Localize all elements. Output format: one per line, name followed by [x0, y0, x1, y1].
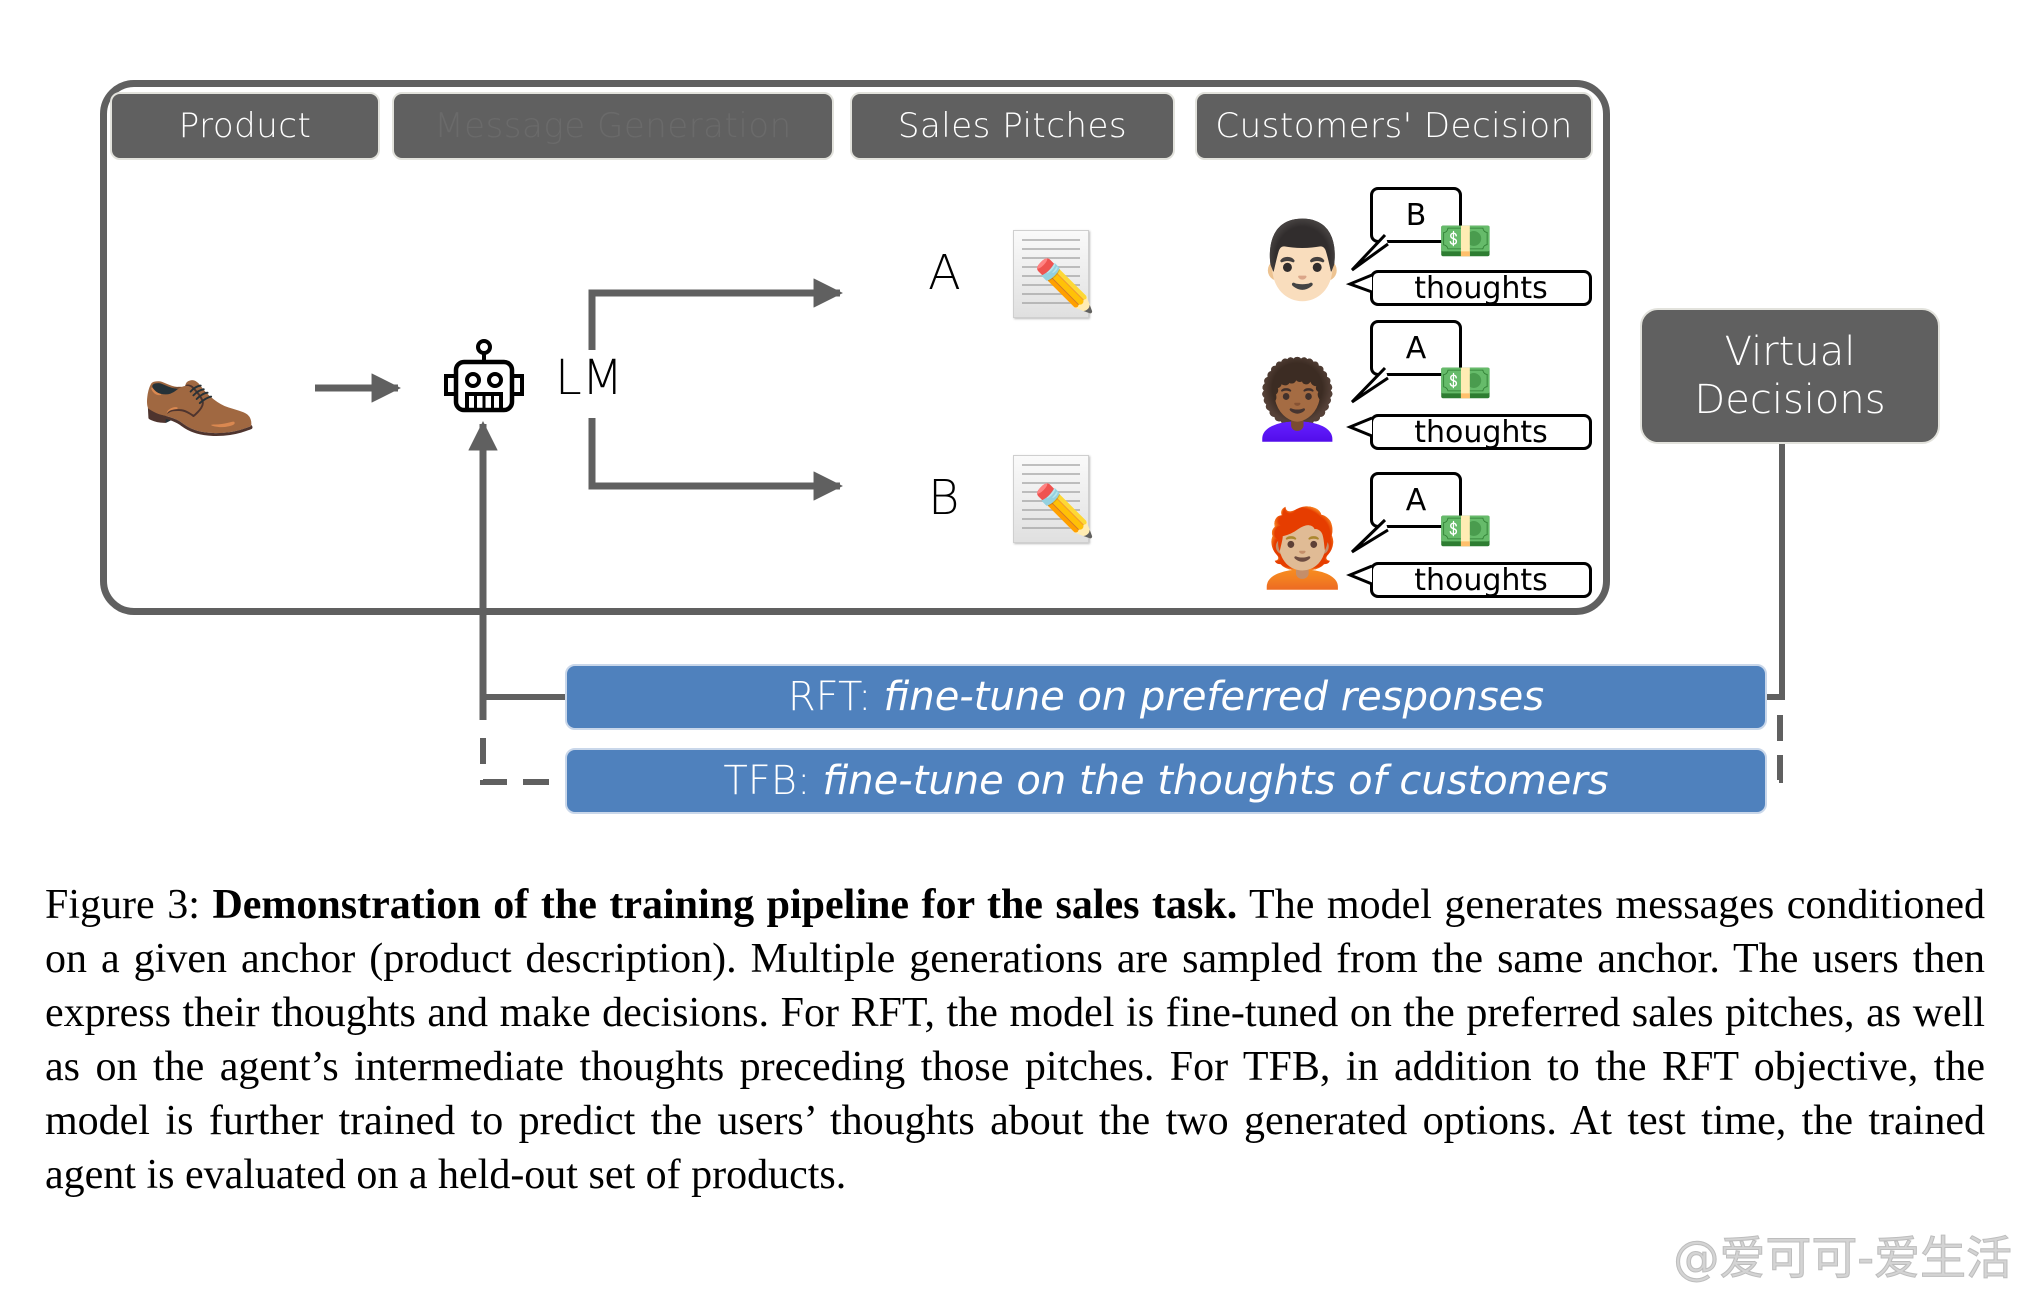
decision-bubble: A: [1370, 320, 1462, 376]
watermark: @爱可可-爱生活: [1673, 1231, 2013, 1286]
header-message-generation: Message Generation: [392, 92, 834, 160]
decision-choice: B: [1405, 197, 1427, 233]
model-to-pitch-a-arrow: [588, 278, 843, 350]
money-icon: 💵: [1438, 216, 1493, 267]
customer-avatar-redhead: 🧑🏼‍🦰: [1255, 503, 1350, 592]
decision-choice: A: [1405, 330, 1427, 366]
virtual-decisions-box: Virtual Decisions: [1640, 308, 1940, 444]
tfb-connector-left: [480, 738, 565, 785]
caption-body: The model generates messages conditioned…: [45, 882, 1986, 1198]
money-icon: 💵: [1438, 506, 1493, 557]
model-label: LM: [555, 350, 624, 406]
thoughts-label: thoughts: [1414, 562, 1548, 598]
pipeline-frame: [100, 80, 1610, 615]
virtual-decisions-line1: Virtual: [1724, 329, 1856, 375]
header-sales-pitches: Sales Pitches: [850, 92, 1175, 160]
document-pencil-icon: ✏️: [1013, 455, 1096, 543]
thoughts-bubble: thoughts: [1370, 270, 1592, 306]
robot-icon: [444, 339, 524, 413]
header-customers-decision: Customers' Decision: [1195, 92, 1593, 160]
thoughts-label: thoughts: [1414, 414, 1548, 450]
figure-caption: Figure 3: Demonstration of the training …: [45, 878, 1985, 1202]
thoughts-label: thoughts: [1414, 270, 1548, 306]
virtual-decisions-line2: Decisions: [1694, 377, 1886, 423]
rft-bar: RFT:fine-tune on preferred responses: [565, 664, 1767, 730]
vd-to-tfb-connector: [1770, 715, 1783, 783]
pitch-a-label: A: [928, 245, 961, 301]
speech-tails: [1345, 233, 1389, 586]
header-product: Product: [110, 92, 380, 160]
rft-prefix: RFT:: [787, 674, 872, 720]
customer-avatar-woman: 👩🏾‍🦱: [1250, 355, 1345, 444]
header-sales-pitches-label: Sales Pitches: [897, 106, 1128, 146]
header-product-label: Product: [178, 106, 312, 146]
customer-avatar-man: 👨🏻: [1255, 215, 1350, 304]
caption-label: Figure 3:: [45, 882, 200, 928]
decision-choice: A: [1405, 482, 1427, 518]
thoughts-bubble: thoughts: [1370, 414, 1592, 450]
tfb-bar: TFB:fine-tune on the thoughts of custome…: [565, 748, 1767, 814]
thoughts-bubble: thoughts: [1370, 562, 1592, 598]
model-to-pitch-b-arrow: [588, 418, 843, 501]
vd-to-rft-connector: [1767, 444, 1785, 700]
document-pencil-icon: ✏️: [1013, 230, 1096, 318]
pitch-b-label: B: [928, 470, 960, 526]
money-icon: 💵: [1438, 358, 1493, 409]
tfb-prefix: TFB:: [723, 758, 811, 804]
caption-title: Demonstration of the training pipeline f…: [212, 882, 1238, 928]
header-customers-decision-label: Customers' Decision: [1215, 106, 1573, 146]
rft-text: fine-tune on preferred responses: [883, 674, 1545, 720]
header-message-generation-label: Message Generation: [434, 106, 792, 146]
decision-bubble: B: [1370, 187, 1462, 243]
tfb-text: fine-tune on the thoughts of customers: [822, 758, 1609, 804]
decision-bubble: A: [1370, 472, 1462, 528]
shoe-icon: 👞: [140, 328, 260, 440]
